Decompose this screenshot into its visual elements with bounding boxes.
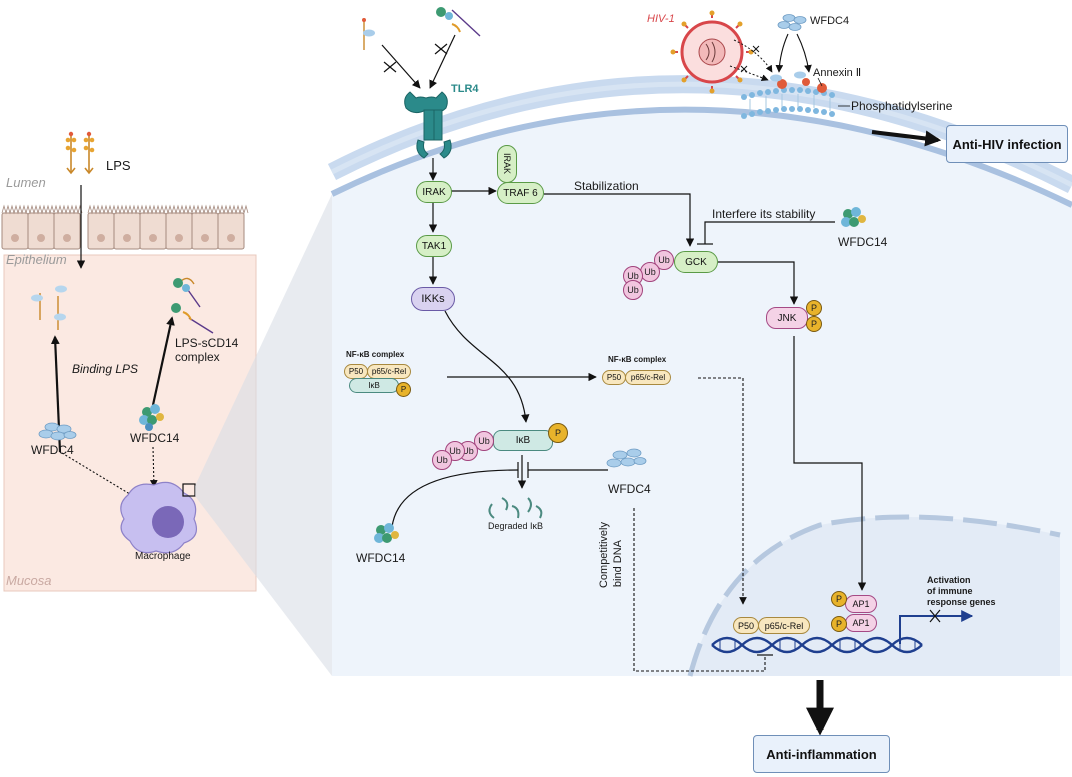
phospho-ap1-1: P [831,591,847,607]
activation-label-3: response genes [927,597,996,607]
ikb-node-2: IκB [493,430,553,451]
macrophage-cell [120,481,197,554]
phospho-ikb-1: P [396,382,411,397]
wfdc14-label-a: WFDC14 [838,235,888,249]
wfdc14-icon-a [841,207,866,227]
wfdc4-icon [38,422,77,441]
zoom-projection [195,194,332,676]
activation-label-2: of immune [927,586,973,596]
nfkb-complex-label-2: NF-κB complex [608,355,667,364]
lps-scd14-label-2: complex [175,350,220,364]
lumen-label: Lumen [6,175,46,190]
ub-ikb-1: Ub [474,431,494,451]
irak-node: IRAK [416,181,452,203]
ap1-node-2: AP1 [845,614,877,632]
phosphatidylserine-label: Phosphatidylserine [851,99,953,113]
annexin-label: Annexin Ⅱ [813,67,862,79]
ub-gck-4: Ub [623,280,643,300]
mucosa-label: Mucosa [6,573,52,588]
epithelium-cells [1,212,245,250]
p50-node-3: P50 [733,617,759,634]
wfdc4-label-b: WFDC4 [608,482,651,496]
ub-gck-1: Ub [654,250,674,270]
degraded-ikb-label: Degraded IκB [488,521,544,531]
wfdc14-left-label: WFDC14 [130,431,180,445]
irak-traf-node: IRAK [497,145,517,183]
wfdc4-top-label: WFDC4 [810,15,850,27]
interfere-label: Interfere its stability [712,207,816,221]
anti-inflammation-box: Anti-inflammation [753,735,890,773]
jnk-node: JNK [766,307,808,329]
binding-lps-label: Binding LPS [72,362,139,376]
p50-node-1: P50 [344,364,368,379]
tlr4-label: TLR4 [451,83,479,95]
macrophage-label: Macrophage [135,551,191,562]
wfdc4-top-icon [777,14,807,31]
wfdc4-lps-complex-icon [31,285,67,330]
ub-gck-2: Ub [640,262,660,282]
hiv-label: HIV-1 [647,13,675,25]
cell-nuclei [11,234,235,242]
wfdc4-left-label: WFDC4 [31,443,74,457]
tlr4-receptor [404,91,452,159]
phospho-jnk-2: P [806,316,822,332]
wfdc14-icon [139,404,164,431]
hiv-virus-icon [670,10,754,94]
wfdc14-icon-b [374,523,399,543]
ub-ikb-4: Ub [432,450,452,470]
p65-node-1: p65/c-Rel [367,364,411,379]
p50-node-2: P50 [602,370,626,385]
competitively-label-2: bind DNA [612,540,624,588]
cell [327,75,1072,677]
dna-helix [711,636,923,654]
ligand-icons [362,7,481,50]
gck-node: GCK [674,251,718,273]
anti-hiv-infection-box: Anti-HIV infection [946,125,1068,163]
nfkb-complex-label-1: NF-κB complex [346,350,405,359]
degraded-ikb-icon [488,497,543,519]
phospho-jnk-1: P [806,300,822,316]
lps-scd14-label-1: LPS-sCD14 [175,336,239,350]
block-x-marks [383,43,448,73]
tak1-node: TAK1 [416,235,452,257]
p65-node-2: p65/c-Rel [625,370,671,385]
lps-label: LPS [106,158,131,173]
p65-node-3: p65/c-Rel [758,617,810,634]
ikb-node-1: IκB [349,378,399,393]
lipid-raft [741,71,835,119]
lps-icon [65,131,95,175]
phospho-ikb-2: P [548,423,568,443]
competitively-label-1: Competitively [598,522,610,589]
stabilization-label: Stabilization [574,179,639,193]
ikks-node: IKKs [411,287,455,311]
epithelium-label: Epithelium [6,252,67,267]
wfdc4-icon-b [606,448,647,468]
lps-scd14-complex-icon [171,277,214,334]
activation-label-1: Activation [927,575,971,585]
traf6-node: TRAF 6 [497,182,544,204]
phospho-ap1-2: P [831,616,847,632]
wfdc14-label-b: WFDC14 [356,551,406,565]
ap1-node-1: AP1 [845,595,877,613]
